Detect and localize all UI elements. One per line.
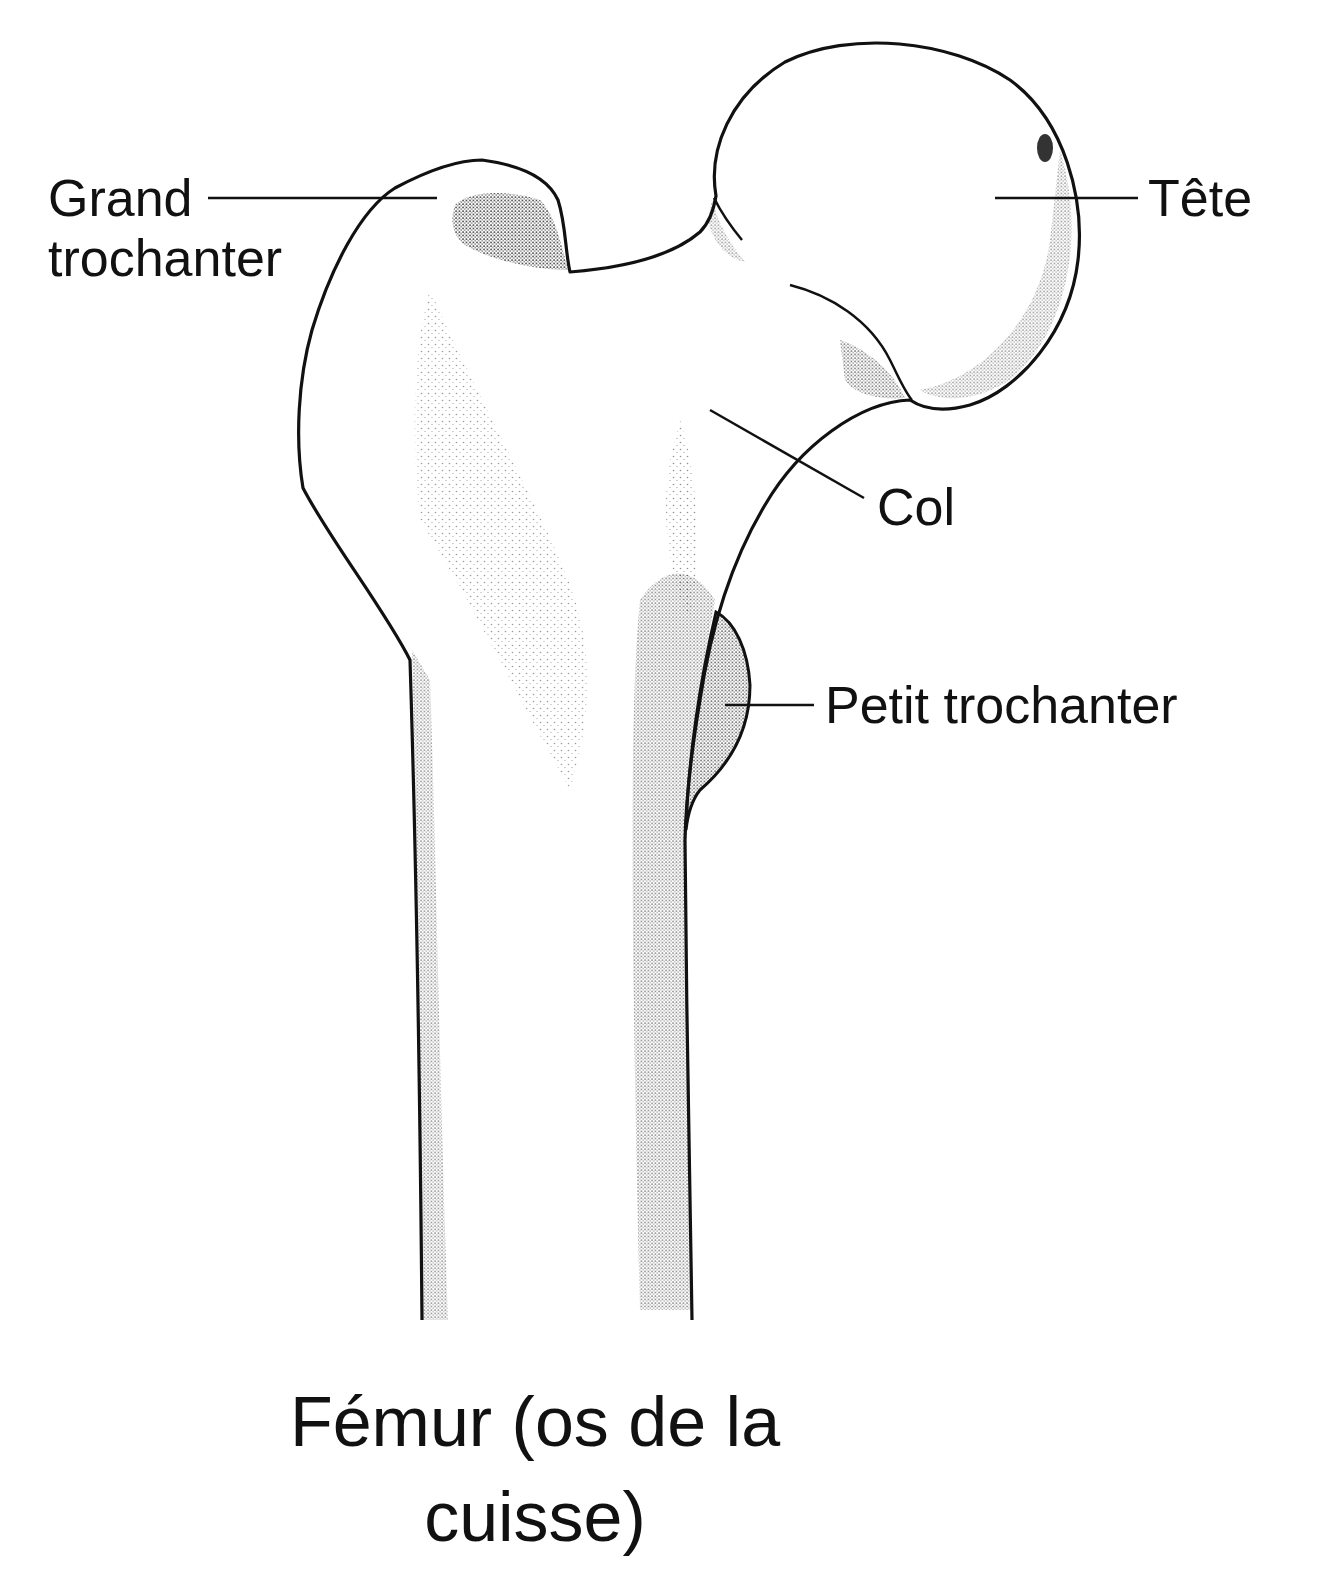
neck-crease <box>714 198 742 240</box>
part-label: Col <box>877 477 955 537</box>
stipple-shading <box>412 150 1072 1320</box>
leader-lines <box>208 198 1138 705</box>
trochanteric-fossa <box>452 193 568 270</box>
part-label: Petit trochanter <box>825 675 1178 735</box>
part-label: Grand trochanter <box>48 168 338 288</box>
part-label: Tête <box>1148 168 1252 228</box>
head-neck-junction <box>790 285 912 400</box>
fovea <box>1037 134 1053 162</box>
figure-caption: Fémur (os de la cuisse) <box>255 1375 815 1565</box>
